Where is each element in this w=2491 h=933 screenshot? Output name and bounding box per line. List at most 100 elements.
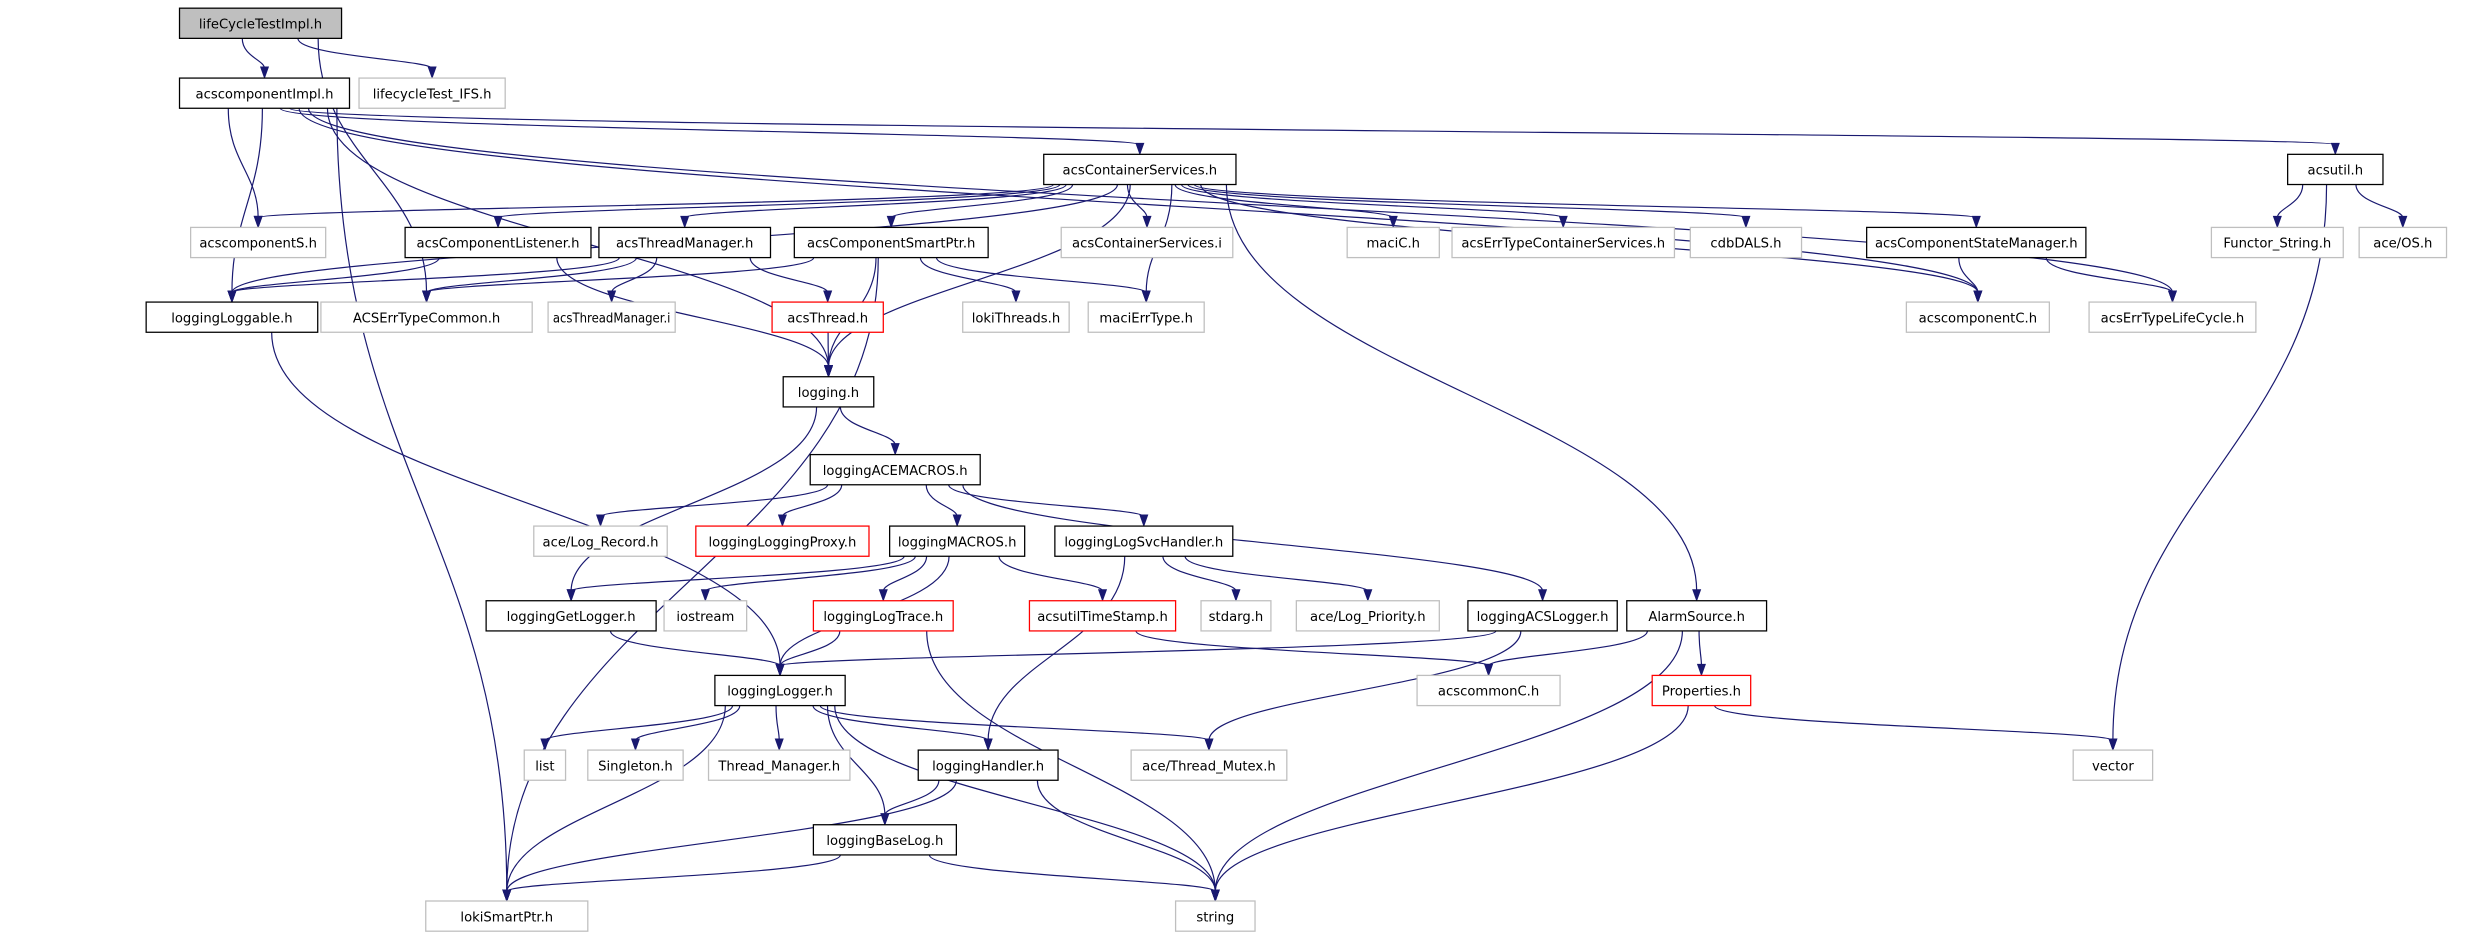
edge-lifecycletestimpl-h-to-lifecycletest-ifs-h bbox=[297, 38, 433, 70]
node-loggingmacros-h[interactable]: loggingMACROS.h bbox=[889, 525, 1026, 557]
node-acscomponentsmartptr-h[interactable]: acsComponentSmartPtr.h bbox=[793, 226, 989, 259]
node-label: iostream bbox=[676, 610, 734, 625]
node-macierrtype-h: maciErrType.h bbox=[1087, 301, 1205, 333]
arrowhead-icon bbox=[886, 215, 896, 229]
node-box bbox=[812, 600, 954, 632]
node-logginggetlogger-h[interactable]: loggingGetLogger.h bbox=[485, 600, 657, 632]
node-box bbox=[1905, 301, 2050, 333]
arrowhead-icon bbox=[1538, 589, 1548, 602]
edge-logging-h-to-loggingacemacros-h bbox=[839, 406, 896, 446]
arrowhead-icon bbox=[880, 813, 890, 826]
arrowhead-icon bbox=[1210, 889, 1220, 903]
node-label: acsThread.h bbox=[787, 311, 868, 326]
arrowhead-icon bbox=[823, 290, 833, 304]
node-label: Properties.h bbox=[1662, 685, 1741, 700]
arrowhead-icon bbox=[595, 514, 606, 528]
node-logging-h[interactable]: logging.h bbox=[782, 376, 875, 408]
node-label: ace/Thread_Mutex.h bbox=[1142, 759, 1276, 774]
node-label: lifeCycleTestImpl.h bbox=[199, 18, 322, 33]
edge-logginghandler-h-to-string bbox=[1036, 780, 1216, 892]
edge-properties-h-to-string bbox=[1214, 705, 1689, 892]
node-label: acsErrTypeContainerServices.h bbox=[1461, 237, 1665, 252]
node-acsutiltimestamp-h: acsutilTimeStamp.h bbox=[1028, 600, 1177, 632]
arrowhead-icon bbox=[2108, 738, 2118, 752]
node-functor-string-h: Functor_String.h bbox=[2210, 226, 2344, 259]
node-box bbox=[695, 525, 870, 557]
edge-loggingloggable-h-to-logginglogger-h bbox=[271, 332, 781, 666]
arrowhead-icon bbox=[2330, 142, 2340, 156]
edge-acscomponentimpl-h-to-loggingloggable-h bbox=[231, 108, 263, 293]
node-label: loggingBaseLog.h bbox=[826, 834, 943, 849]
edge-alarmsource-h-to-properties-h bbox=[1698, 630, 1703, 666]
node-acserrtypelifecycle-h: acsErrTypeLifeCycle.h bbox=[2088, 301, 2257, 333]
node-box bbox=[782, 376, 875, 408]
node-acscomponentimpl-h[interactable]: acscomponentImpl.h bbox=[178, 77, 351, 109]
arrowhead-icon bbox=[427, 66, 437, 80]
node-box bbox=[320, 301, 533, 333]
node-label: ACSErrTypeCommon.h bbox=[353, 311, 500, 326]
node-ace-log-record-h: ace/Log_Record.h bbox=[533, 525, 668, 557]
node-logginglogsvchandler-h[interactable]: loggingLogSvcHandler.h bbox=[1054, 525, 1234, 557]
arrowhead-icon bbox=[422, 290, 432, 304]
node-box bbox=[793, 226, 989, 259]
edge-loggingmacros-h-to-iostream bbox=[704, 555, 916, 592]
edge-logginglogsvchandler-h-to-logginghandler-h bbox=[987, 556, 1126, 741]
arrowhead-icon bbox=[700, 589, 710, 602]
node-acscontainerservices-h[interactable]: acsContainerServices.h bbox=[1043, 153, 1237, 186]
node-box bbox=[587, 749, 684, 781]
arrowhead-icon bbox=[2272, 215, 2282, 229]
node-box bbox=[2072, 749, 2154, 781]
edge-acsthreadmanager-h-to-acsthreadmanager-i bbox=[611, 257, 658, 293]
node-label: lokiThreads.h bbox=[972, 311, 1060, 326]
arrowhead-icon bbox=[1971, 215, 1981, 229]
edge-acscontainerservices-h-to-acserrtypecontainerservices-h bbox=[1180, 183, 1564, 219]
node-label: Thread_Manager.h bbox=[717, 759, 840, 774]
node-label: acscomponentImpl.h bbox=[196, 87, 334, 102]
edge-acscontainerservices-h-to-acsthreadmanager-h bbox=[684, 183, 1067, 219]
node-box bbox=[1416, 674, 1561, 707]
node-loggingloggingproxy-h: loggingLoggingProxy.h bbox=[695, 525, 870, 557]
node-loggingacslogger-h[interactable]: loggingACSLogger.h bbox=[1467, 600, 1618, 632]
node-label: Functor_String.h bbox=[2223, 237, 2331, 252]
edge-acsutil-h-to-functor-string-h bbox=[2276, 184, 2304, 219]
edge-acsthreadmanager-h-to-acserrtypecommon-h bbox=[425, 257, 638, 294]
node-acsthreadmanager-h[interactable]: acsThreadManager.h bbox=[598, 226, 772, 259]
node-acsutil-h[interactable]: acsutil.h bbox=[2287, 153, 2384, 186]
node-box bbox=[533, 525, 668, 557]
edge-acscontainerservices-h-to-alarmsource-h bbox=[1225, 184, 1698, 592]
node-loggingloggable-h[interactable]: loggingLoggable.h bbox=[145, 301, 319, 333]
node-loggingacemacros-h[interactable]: loggingACEMACROS.h bbox=[809, 453, 981, 486]
edge-acsthreadmanager-h-to-acsthread-h bbox=[749, 257, 829, 293]
arrowhead-icon bbox=[890, 443, 900, 456]
arrowhead-icon bbox=[1388, 215, 1398, 229]
node-label: acsContainerServices.h bbox=[1063, 164, 1218, 179]
edge-acsutiltimestamp-h-to-acscommonc-h bbox=[1135, 630, 1490, 667]
edge-acscomponentsmartptr-h-to-lokithreads-h bbox=[919, 257, 1017, 293]
edge-loggingmacros-h-to-logginggetlogger-h bbox=[570, 555, 905, 592]
node-label: ace/OS.h bbox=[2373, 237, 2432, 252]
node-loggingbaselog-h[interactable]: loggingBaseLog.h bbox=[812, 824, 958, 856]
edge-logging-h-to-logginggetlogger-h bbox=[570, 406, 818, 592]
node-label: maciErrType.h bbox=[1099, 311, 1193, 326]
node-thread-manager-h: Thread_Manager.h bbox=[707, 749, 851, 781]
edge-loggingacemacros-h-to-logginglogsvchandler-h bbox=[948, 484, 1145, 518]
node-acscomponentstatemanager-h[interactable]: acsComponentStateManager.h bbox=[1866, 226, 2087, 259]
node-lifecycletest-ifs-h: lifecycleTest_IFS.h bbox=[358, 77, 506, 109]
node-box bbox=[598, 226, 772, 259]
node-logginglogger-h[interactable]: loggingLogger.h bbox=[714, 674, 846, 707]
edge-logginglogger-h-to-list bbox=[544, 705, 734, 742]
node-alarmsource-h[interactable]: AlarmSource.h bbox=[1626, 600, 1768, 632]
edge-logginglogger-h-to-ace-thread-mutex-h bbox=[819, 705, 1210, 742]
edge-logginglogger-h-to-lokismartptr-h bbox=[506, 705, 726, 892]
node-macic-h: maciC.h bbox=[1346, 226, 1440, 259]
arrowhead-icon bbox=[952, 514, 962, 528]
edge-loggingacemacros-h-to-loggingloggingproxy-h bbox=[781, 484, 843, 517]
node-label: acsComponentSmartPtr.h bbox=[807, 237, 975, 252]
node-ace-os-h: ace/OS.h bbox=[2358, 226, 2448, 259]
node-logginghandler-h[interactable]: loggingHandler.h bbox=[917, 749, 1059, 781]
node-acscomponentlistener-h[interactable]: acsComponentListener.h bbox=[404, 226, 592, 259]
arrowhead-icon bbox=[493, 215, 503, 229]
node-acsthread-h: acsThread.h bbox=[771, 301, 884, 333]
edge-loggingacemacros-h-to-ace-log-record-h bbox=[599, 484, 829, 518]
edge-acscontainerservices-h-to-acscomponentstatemanager-h bbox=[1193, 183, 1977, 219]
